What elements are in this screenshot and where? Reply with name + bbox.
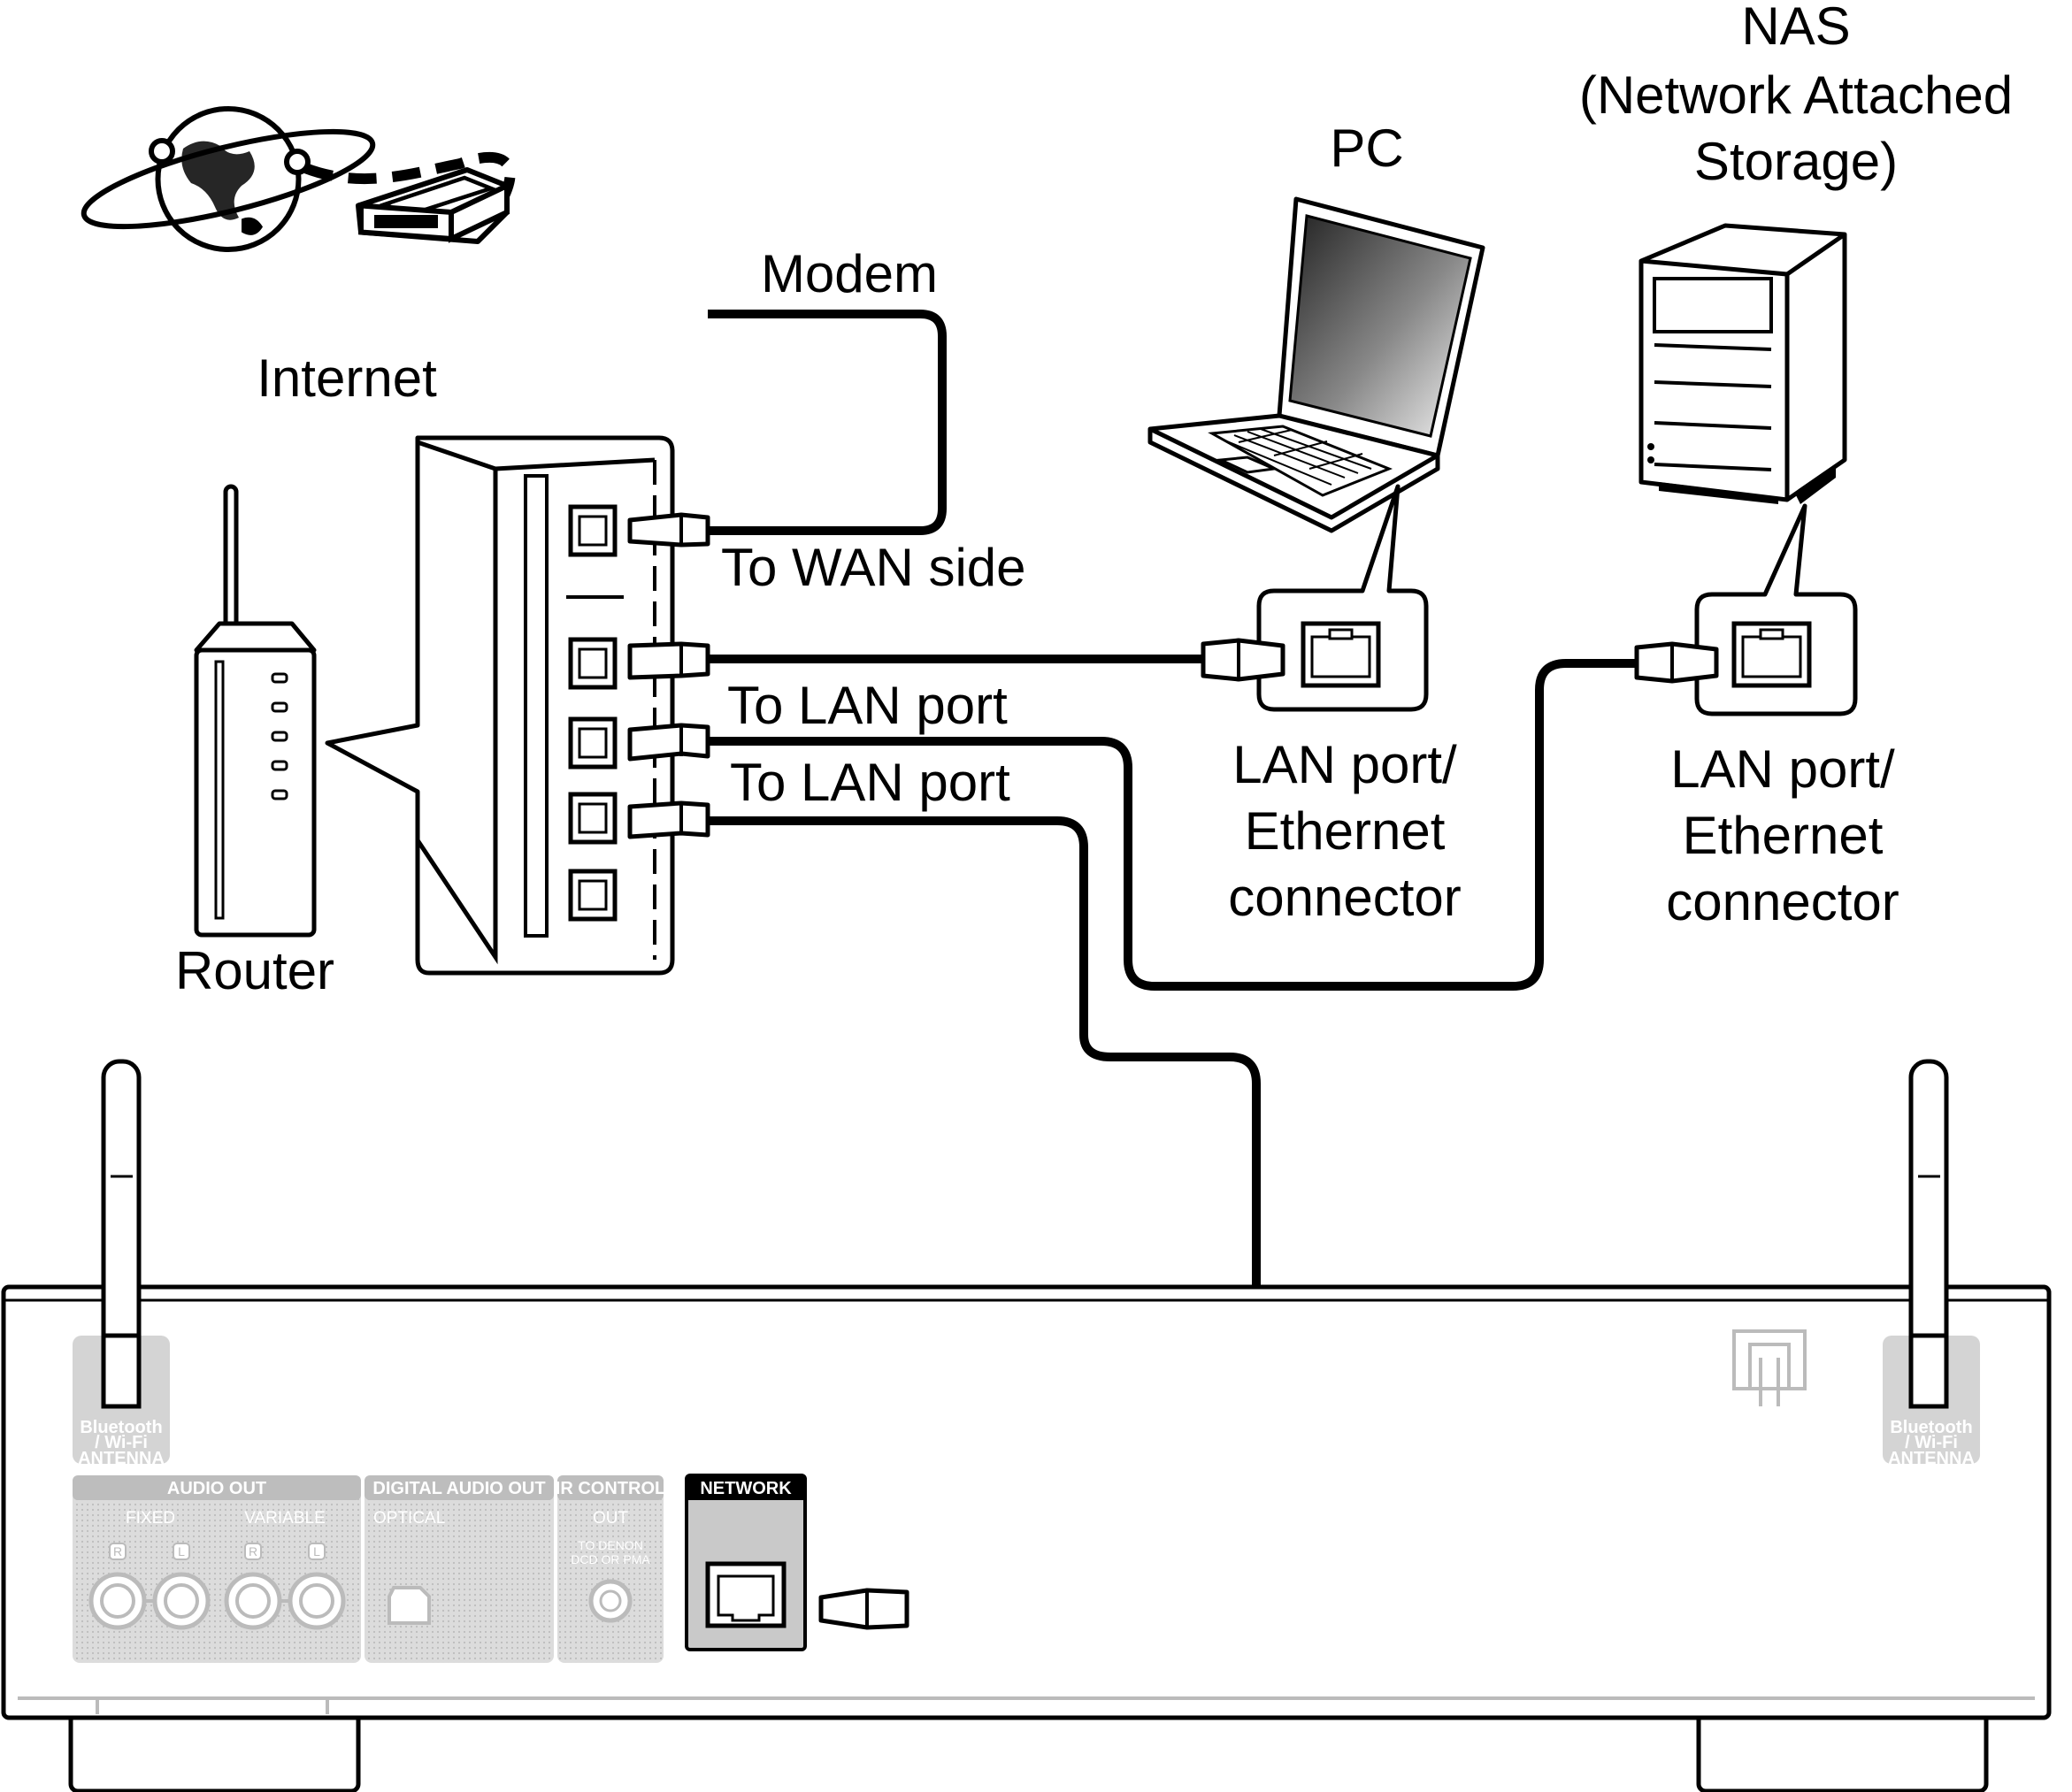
- power-inlet-icon: [1732, 1329, 1807, 1406]
- right-antenna-label-2: / Wi-Fi: [1905, 1433, 1958, 1452]
- nas-lan-port-icon: [1731, 621, 1812, 688]
- pc-port-callout: [1201, 484, 1429, 712]
- pc-label: PC: [1330, 119, 1403, 178]
- router-port-lan-2: [568, 716, 618, 770]
- ir-control-label: IR CONTROL: [556, 1479, 665, 1498]
- lan-plug-pc-router-icon: [627, 641, 710, 680]
- router-icon: [194, 484, 317, 938]
- router-port-lan-4: [568, 869, 618, 922]
- audio-out-section: [73, 1475, 361, 1663]
- nas-port-callout: [1634, 503, 1858, 716]
- router-port-callout: [325, 435, 675, 976]
- optical-label: OPTICAL: [373, 1509, 445, 1528]
- left-antenna-label-3: ANTENNA: [78, 1449, 165, 1468]
- pc-port-label-3: connector: [1228, 868, 1462, 927]
- variable-label: VARIABLE: [244, 1509, 326, 1528]
- modem-icon: [356, 167, 510, 244]
- pc-lan-plug-icon: [1201, 638, 1285, 682]
- internet-modem-link: [303, 152, 516, 216]
- pc-lan-port-icon: [1301, 621, 1381, 688]
- to-lan-label-2: To LAN port: [730, 753, 1010, 812]
- player-lan-plug-icon: [818, 1588, 909, 1630]
- variable-r-label: R: [249, 1544, 257, 1558]
- network-section: [685, 1474, 807, 1651]
- pc-port-label-1: LAN port/: [1232, 735, 1457, 794]
- ir-out-label: OUT: [593, 1509, 629, 1528]
- nas-port-label-1: LAN port/: [1670, 739, 1895, 799]
- nas-label-1: NAS: [1741, 0, 1850, 56]
- pc-laptop-icon: [1147, 196, 1485, 533]
- wan-cable: [708, 310, 947, 535]
- ir-control-section: [557, 1475, 664, 1663]
- digital-audio-out-label: DIGITAL AUDIO OUT: [372, 1479, 545, 1498]
- digital-audio-out-section: [365, 1475, 554, 1663]
- lan-plug-nas-router-icon: [627, 723, 710, 762]
- internet-globe-icon: [81, 106, 376, 252]
- right-antenna-label-3: ANTENNA: [1888, 1449, 1975, 1468]
- fixed-label: FIXED: [126, 1509, 175, 1528]
- fixed-r-label: R: [113, 1544, 122, 1558]
- network-label: NETWORK: [700, 1479, 792, 1498]
- pc-port-label-2: Ethernet: [1245, 801, 1446, 861]
- nas-label-2: (Network Attached: [1579, 65, 2013, 125]
- nas-port-label-2: Ethernet: [1683, 806, 1884, 865]
- to-wan-label: To WAN side: [721, 538, 1026, 597]
- right-antenna-label-1: Bluetooth: [1890, 1418, 1972, 1437]
- right-antenna: [1883, 1059, 1980, 1464]
- variable-l-label: L: [313, 1544, 320, 1558]
- router-port-lan-3: [568, 792, 618, 845]
- router-port-lan-1: [568, 637, 618, 690]
- left-antenna-label-1: Bluetooth: [80, 1418, 162, 1437]
- nas-lan-plug-icon: [1634, 641, 1719, 684]
- to-lan-label-1: To LAN port: [727, 676, 1008, 735]
- router-port-wan: [568, 504, 618, 557]
- nas-server-icon: [1638, 223, 1847, 504]
- nas-port-label-3: connector: [1666, 872, 1899, 931]
- nas-label-3: Storage): [1694, 132, 1898, 191]
- internet-label: Internet: [257, 348, 437, 408]
- ir-to-label-2: DCD OR PMA: [571, 1552, 650, 1566]
- lan-plug-player-router-icon: [627, 800, 710, 839]
- wan-plug-icon: [627, 512, 710, 548]
- modem-label: Modem: [761, 244, 938, 303]
- left-antenna: [73, 1059, 170, 1464]
- left-antenna-label-2: / Wi-Fi: [95, 1433, 148, 1452]
- nas-lan-cable: [708, 659, 1637, 991]
- router-label: Router: [175, 941, 334, 1000]
- ir-to-label-1: TO DENON: [578, 1538, 643, 1552]
- audio-out-label: AUDIO OUT: [167, 1479, 266, 1498]
- fixed-l-label: L: [178, 1544, 185, 1558]
